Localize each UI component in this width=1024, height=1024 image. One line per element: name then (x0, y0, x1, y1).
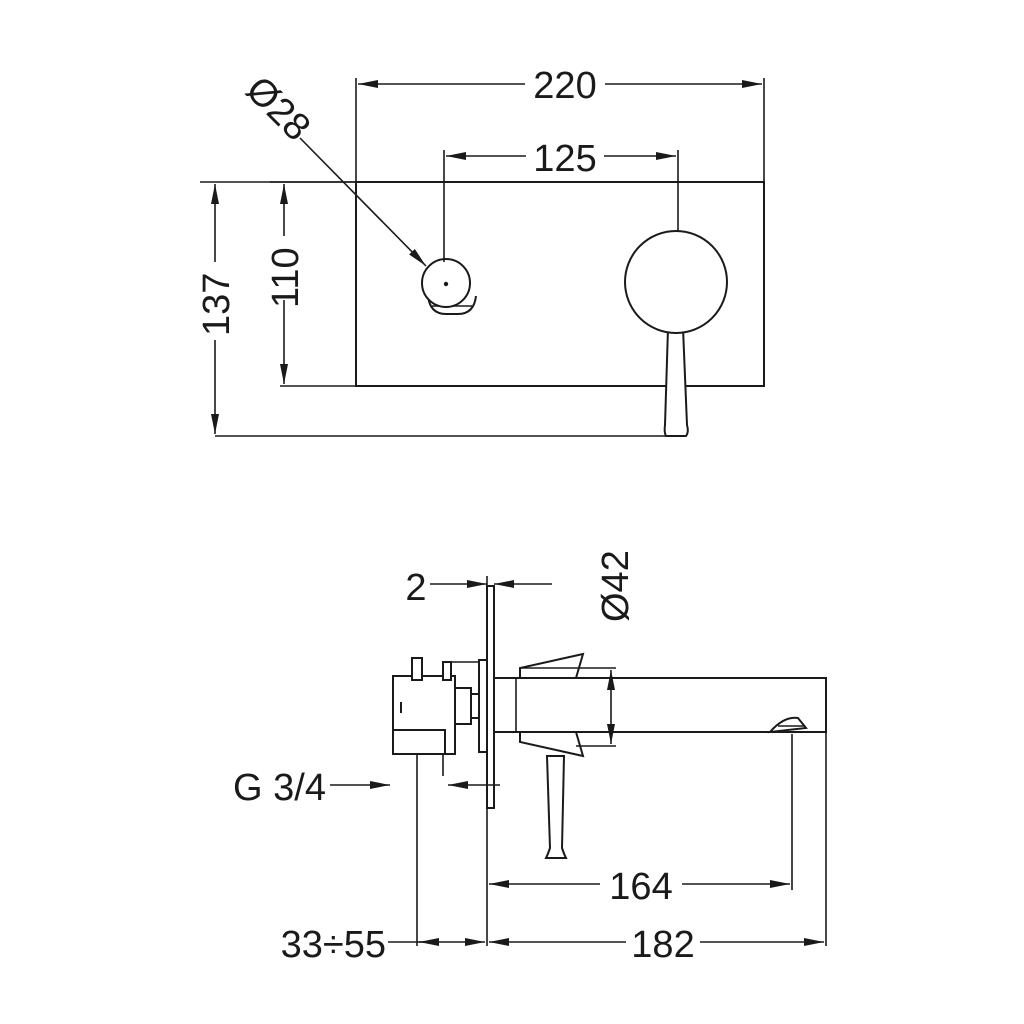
wall-plate (355, 181, 765, 387)
dim-plate-height: 110 (265, 247, 307, 308)
valve-body (392, 657, 488, 776)
dimension-g34: G 3/4 (233, 767, 500, 809)
wall-plate-side (486, 585, 495, 809)
dim-overall-height: 137 (196, 273, 238, 336)
dimension-137: 137 (196, 181, 666, 437)
dim-inlet-thread: G 3/4 (233, 767, 326, 809)
dimension-125: 125 (443, 138, 679, 262)
dimension-182: 182 (489, 732, 827, 966)
front-view: 220 125 Ø28 110 137 (196, 65, 765, 437)
dim-spout-reach-outlet: 164 (609, 866, 672, 908)
dimension-220: 220 (355, 65, 765, 182)
dimension-33-55: 33÷55 (281, 754, 485, 966)
dimension-diameter-28: Ø28 (238, 69, 427, 267)
diverter-knob (421, 258, 477, 315)
dimension-110: 110 (265, 181, 356, 387)
dim-wall-depth-range: 33÷55 (281, 924, 386, 966)
mixer-cartridge (519, 652, 585, 859)
mixer-handle (624, 230, 728, 437)
dim-spout-diameter: Ø42 (595, 550, 637, 622)
dimension-diameter-42: Ø42 (520, 550, 637, 747)
dimension-164: 164 (486, 734, 793, 946)
dim-center-spacing: 125 (533, 138, 596, 180)
dim-spout-reach-total: 182 (631, 924, 694, 966)
spout (494, 677, 827, 734)
dim-plate-thickness: 2 (405, 567, 426, 609)
dimension-2: 2 (405, 567, 552, 609)
side-view: 2 Ø42 G 3/4 164 182 (233, 550, 827, 966)
dim-width-total: 220 (533, 65, 596, 107)
dim-diverter-diameter: Ø28 (238, 69, 318, 149)
